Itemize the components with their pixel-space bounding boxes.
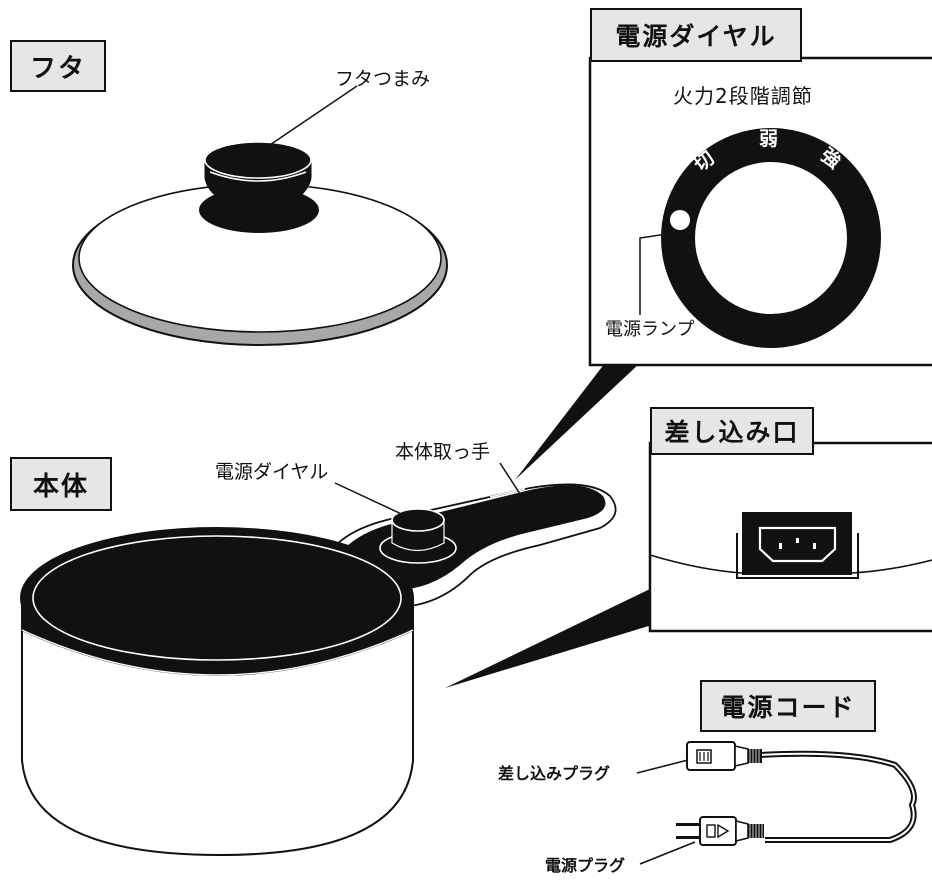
inlet-plug-leader-line: [636, 759, 689, 774]
dial-callout-pointer: [515, 363, 640, 480]
power-lamp-indicator: [670, 210, 690, 230]
inlet-plug-label: 差し込みプラグ: [498, 764, 611, 783]
lid-title: フタ: [10, 40, 106, 92]
lid-knob-label: フタつまみ: [335, 68, 431, 90]
dial-callout-label: 電源ダイヤル: [215, 461, 329, 483]
body-title: 本体: [10, 457, 112, 511]
power-plug-icon: [676, 816, 764, 846]
cord-title: 電源コード: [700, 680, 876, 732]
handle-callout-label: 本体取っ手: [395, 441, 491, 463]
handle-leader-line: [499, 462, 521, 495]
dial-leader-line: [334, 482, 411, 519]
lid-illustration: [72, 85, 448, 346]
power-cord-illustration: [636, 741, 917, 865]
power-lamp-label: 電源ランプ: [605, 319, 695, 340]
setting-low-label: 弱: [759, 128, 779, 150]
pot-body-illustration: [20, 462, 617, 857]
power-dial-panel: [588, 56, 932, 367]
power-lamp-leader-line: [639, 230, 681, 315]
inlet-callout-pointer: [445, 588, 652, 688]
power-plug-label: 電源プラグ: [545, 856, 626, 875]
inlet-panel: [648, 441, 932, 633]
inlet-panel-title: 差し込み口: [650, 407, 814, 455]
heat-levels-label: 火力2段階調節: [673, 84, 813, 108]
dial-panel-title: 電源ダイヤル: [590, 8, 802, 62]
lid-knob-leader-line: [254, 85, 358, 156]
power-plug-leader-line: [639, 841, 696, 865]
inlet-plug-icon: [686, 741, 762, 771]
